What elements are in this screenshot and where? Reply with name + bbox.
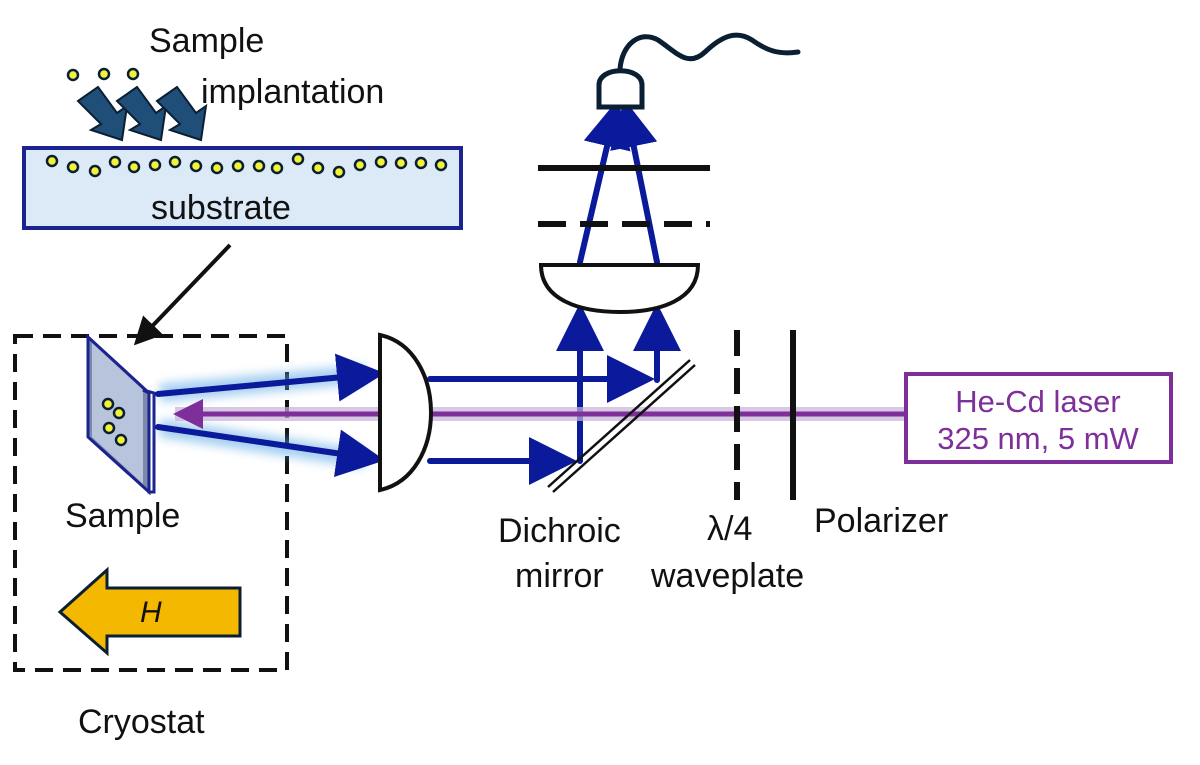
implant-particle (97, 67, 111, 81)
substrate-particles (45, 152, 448, 179)
magnetic-field-arrow (57, 566, 242, 657)
label-field: H (140, 596, 162, 629)
label-sample-implantation-2: implantation (201, 73, 384, 111)
focused-beam-left (577, 99, 631, 265)
label-sample-implantation-1: Sample (149, 22, 264, 60)
sample-plate (86, 333, 156, 496)
label-sample: Sample (65, 497, 180, 535)
dichroic-mirror (547, 359, 696, 493)
emission-beams (155, 99, 681, 485)
label-substrate: substrate (151, 189, 291, 227)
label-laser-1: He-Cd laser (955, 384, 1120, 419)
substrate-to-sample-arrow (133, 243, 232, 346)
implantation-arrows (76, 85, 208, 142)
label-laser-2: 325 nm, 5 mW (937, 421, 1139, 456)
label-polarizer: Polarizer (814, 502, 948, 540)
implantation-arrow-1 (76, 85, 129, 142)
emission-beam-upper (155, 353, 385, 402)
label-waveplate-2: waveplate (650, 557, 804, 595)
implant-particles (66, 67, 140, 82)
cryostat-box (13, 334, 289, 672)
collimating-lens (378, 332, 433, 493)
optical-fiber (617, 32, 801, 72)
implant-particle (126, 67, 140, 81)
substrate-slab (22, 146, 463, 230)
detector (596, 68, 645, 110)
implant-particle (66, 68, 80, 82)
emission-beam-lower (155, 424, 385, 478)
label-dichroic-2: mirror (515, 557, 604, 595)
focusing-lens (538, 263, 701, 315)
label-dichroic-1: Dichroic (498, 512, 621, 550)
label-cryostat: Cryostat (78, 703, 205, 741)
laser-source (904, 372, 1173, 464)
label-waveplate-1: λ/4 (707, 510, 752, 548)
implantation-arrow-2 (115, 85, 168, 142)
implantation-arrow-3 (155, 85, 208, 142)
focused-beam-right (610, 99, 660, 265)
